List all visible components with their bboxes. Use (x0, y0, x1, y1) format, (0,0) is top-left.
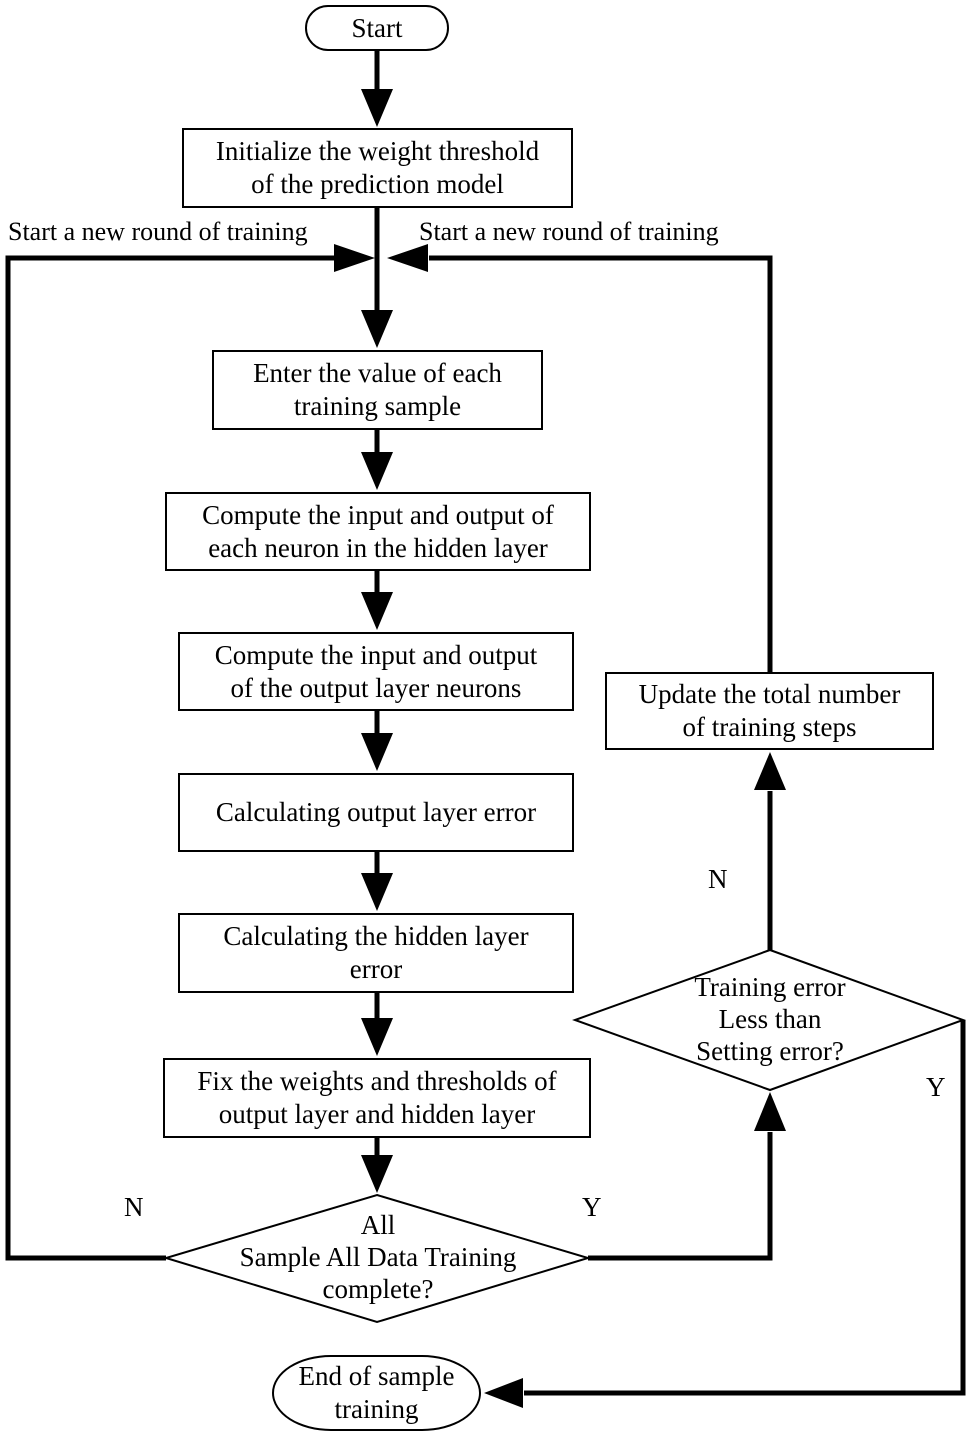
hidden-error-node: Calculating the hidden layer error (178, 913, 574, 993)
arrowhead-output-error-to-hidden-error (361, 873, 393, 911)
error-decision-label: Training error Less than Setting error? (694, 972, 846, 1066)
arrowhead-error-no-to-update (754, 752, 786, 790)
arrowhead-hidden-error-to-fix (361, 1018, 393, 1056)
arrowhead-sample-yes-to-error-decision (754, 1092, 786, 1131)
arrowhead-initialize-to-enter (361, 310, 393, 348)
arrowhead-output-compute-to-output-error (361, 733, 393, 771)
end-node: End of sample training (272, 1355, 481, 1431)
arrowhead-left-into-junction (334, 244, 375, 272)
edge-error-yes-to-end (524, 1020, 966, 1396)
arrowhead-start-to-initialize (361, 89, 393, 127)
arrowhead-error-yes-to-end (484, 1378, 523, 1408)
output-compute-node: Compute the input and output of the outp… (178, 632, 574, 711)
sample-complete-decision-label: All Sample All Data Training complete? (239, 1210, 517, 1304)
edge-update-return (429, 255, 773, 672)
error-no-label: N (708, 864, 728, 894)
arrowhead-fix-to-sample-decision (361, 1155, 393, 1193)
arrowhead-hidden-compute-to-output-compute (361, 592, 393, 630)
edge-sample-yes-to-error-decision (588, 1132, 773, 1261)
hidden-compute-node: Compute the input and output of each neu… (165, 492, 591, 571)
new-round-label-right: Start a new round of training (419, 217, 719, 246)
sample-complete-decision-shape (162, 1193, 592, 1324)
output-error-node: Calculating output layer error (178, 773, 574, 852)
arrowhead-right-into-junction (387, 244, 428, 272)
sample-yes-label: Y (582, 1192, 602, 1222)
start-node: Start (305, 5, 449, 51)
arrowhead-enter-to-hidden-compute (361, 452, 393, 490)
sample-no-label: N (124, 1192, 144, 1222)
error-decision-shape (572, 948, 966, 1092)
new-round-label-left: Start a new round of training (8, 217, 308, 246)
error-yes-label: Y (926, 1072, 946, 1102)
initialize-node: Initialize the weight threshold of the p… (182, 128, 573, 208)
fix-weights-node: Fix the weights and thresholds of output… (163, 1058, 591, 1138)
update-steps-node: Update the total number of training step… (605, 672, 934, 750)
edge-sample-no-return (5, 255, 335, 1261)
enter-sample-node: Enter the value of each training sample (212, 350, 543, 430)
